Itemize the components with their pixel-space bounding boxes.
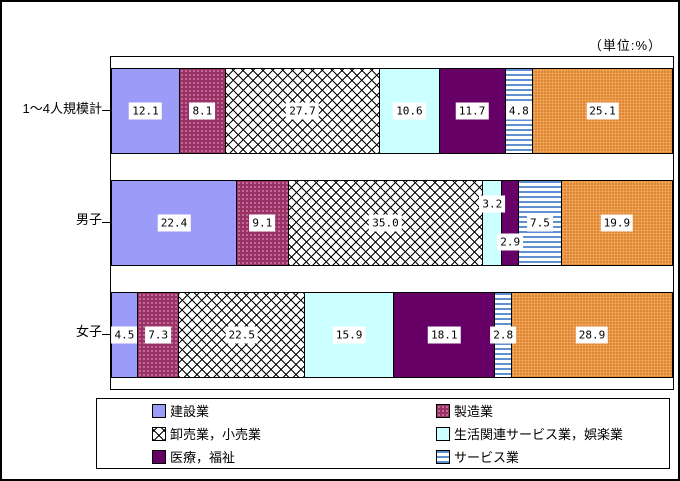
value-label: 35.0: [369, 214, 402, 232]
legend-swatch-manufacturing: [436, 403, 450, 418]
axis-tick: [102, 110, 111, 111]
legend-swatch-wholesale-retail: [152, 426, 166, 441]
category-label-male: 男子: [75, 212, 102, 227]
segment-services: 4.8: [505, 68, 534, 154]
plot-area: 12.1 8.1 27.7 10.6 11.7 4.8 25.1 22.4 9.…: [102, 56, 674, 390]
segment-construction: 4.5: [111, 292, 138, 378]
segment-manufacturing: 9.1: [237, 180, 289, 266]
legend-label: 建設業: [170, 404, 210, 419]
legend: 建設業 製造業 卸売業，小売業 生活関連サービス業，娯楽業 医療，福祉 サービス…: [96, 398, 670, 469]
segment-manufacturing: 7.3: [137, 292, 180, 378]
value-label: 22.4: [157, 214, 191, 232]
value-label: 27.7: [286, 102, 319, 120]
legend-swatch-construction: [152, 403, 166, 418]
legend-item-services: サービス業: [436, 446, 669, 468]
value-label: 12.1: [129, 102, 162, 120]
unit-label: （単位:%）: [588, 38, 662, 53]
value-label: 15.9: [332, 326, 366, 344]
axis-tick: [102, 222, 111, 223]
segment-other: 19.9: [561, 180, 673, 266]
segment-other: 25.1: [533, 68, 674, 154]
segment-services: 7.5: [519, 180, 562, 266]
segment-wholesale-retail: 35.0: [288, 180, 484, 266]
segment-wholesale-retail: 22.5: [179, 292, 306, 378]
value-label: 11.7: [455, 102, 489, 120]
segment-construction: 12.1: [111, 68, 180, 154]
value-label: 28.9: [575, 326, 609, 344]
legend-item-life-services: 生活関連サービス業，娯楽業: [436, 423, 669, 445]
category-label-1-4-scale: 1～4人規模計: [22, 101, 102, 116]
value-label: 22.5: [225, 326, 258, 344]
bar-1-4-scale: 12.1 8.1 27.7 10.6 11.7 4.8 25.1: [111, 68, 674, 154]
legend-item-construction: 建設業: [97, 400, 436, 422]
segment-medical-welfare: 2.9: [497, 180, 524, 266]
value-label: 25.1: [586, 102, 619, 120]
value-label: 7.3: [145, 326, 172, 344]
legend-label: 医療，福祉: [170, 450, 236, 465]
segment-manufacturing: 8.1: [179, 68, 226, 154]
segment-life-services: 3.2: [479, 180, 506, 266]
value-label: 4.5: [111, 326, 138, 344]
value-label: 2.8: [490, 326, 517, 344]
legend-swatch-services: [436, 449, 450, 464]
legend-item-manufacturing: 製造業: [436, 400, 669, 422]
segment-life-services: 15.9: [305, 292, 395, 378]
value-label: 7.5: [527, 214, 553, 232]
value-label: 8.1: [189, 102, 216, 120]
segment-medical-welfare: 18.1: [394, 292, 496, 378]
legend-label: サービス業: [454, 450, 520, 465]
category-label-female: 女子: [75, 324, 102, 339]
value-label: 9.1: [249, 214, 276, 232]
segment-construction: 22.4: [111, 180, 238, 266]
legend-item-medical-welfare: 医療，福祉: [97, 446, 436, 468]
segment-other: 28.9: [511, 292, 674, 378]
bar-male: 22.4 9.1 35.0 3.2 2.9 7.5 19.9: [111, 180, 673, 266]
legend-swatch-life-services: [436, 426, 450, 441]
axis-tick: [102, 334, 111, 335]
legend-swatch-medical-welfare: [152, 449, 166, 464]
legend-label: 製造業: [454, 404, 494, 419]
value-label: 18.1: [428, 326, 461, 344]
legend-item-wholesale-retail: 卸売業，小売業: [97, 423, 436, 445]
value-label: 3.2: [479, 195, 506, 213]
segment-life-services: 10.6: [380, 68, 440, 154]
segment-services: 2.8: [490, 292, 517, 378]
bar-female: 4.5 7.3 22.5 15.9 18.1 2.8 28.9: [111, 292, 674, 378]
segment-medical-welfare: 11.7: [439, 68, 506, 154]
value-label: 10.6: [393, 102, 426, 120]
value-label: 4.8: [505, 102, 532, 120]
legend-label: 生活関連サービス業，娯楽業: [454, 427, 624, 442]
value-label: 2.9: [497, 233, 524, 251]
value-label: 19.9: [600, 214, 634, 232]
legend-label: 卸売業，小売業: [170, 427, 262, 442]
segment-wholesale-retail: 27.7: [225, 68, 381, 154]
